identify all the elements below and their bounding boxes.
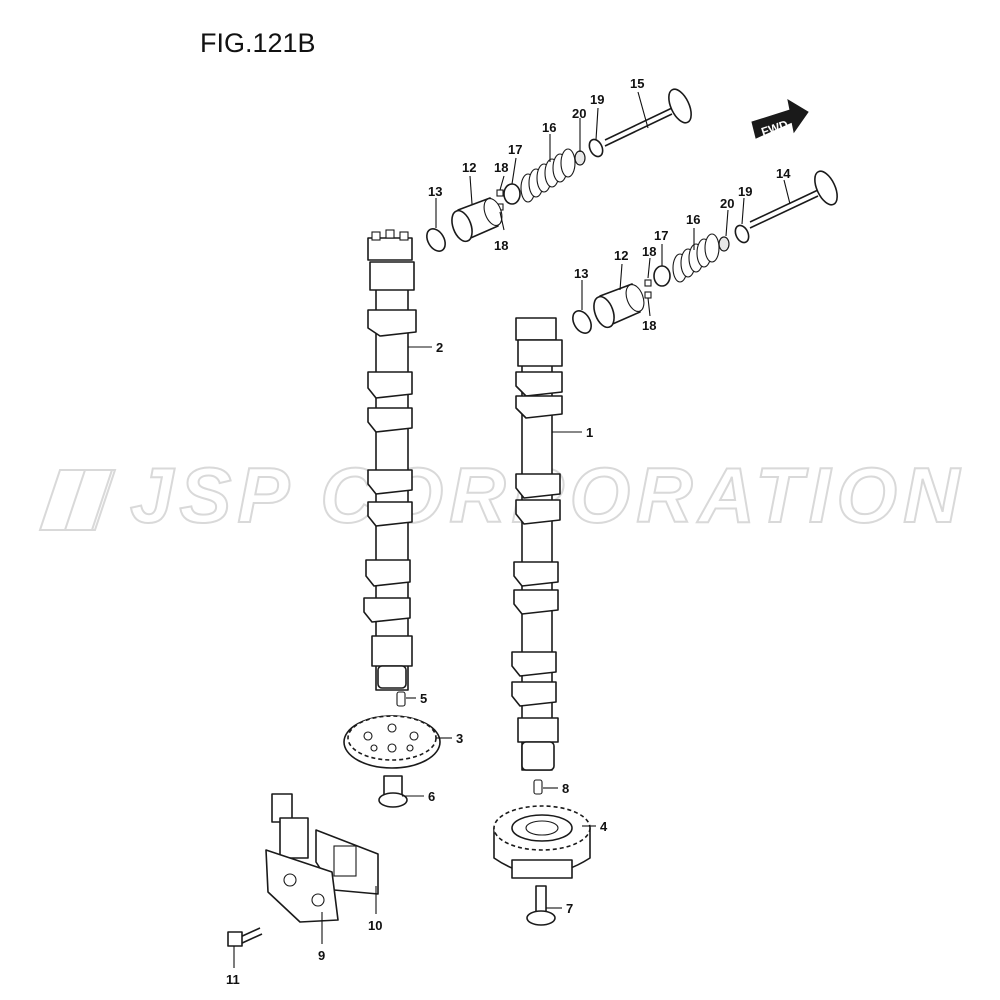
callout-12b: 12 (614, 248, 628, 263)
bolt-6 (378, 775, 408, 808)
callout-19b: 19 (738, 184, 752, 199)
callout-17b: 17 (654, 228, 668, 243)
cotter-18a-top (496, 189, 504, 197)
pin-5 (396, 691, 406, 707)
figure-title: FIG.121B (200, 28, 316, 58)
vvt-sprocket-4 (493, 805, 591, 879)
sprocket-3 (343, 715, 441, 769)
bolt-7 (526, 885, 556, 926)
callout-3: 3 (456, 731, 463, 746)
retainer-17b (653, 265, 671, 287)
oil-control-valve-9 (265, 793, 339, 923)
shim-13b (572, 310, 592, 334)
callout-18b-top: 18 (642, 244, 656, 259)
callout-9: 9 (318, 948, 325, 963)
pin-8 (533, 779, 543, 795)
camshaft-2 (363, 229, 417, 691)
callout-20a: 20 (572, 106, 586, 121)
callout-6: 6 (428, 789, 435, 804)
callout-16a: 16 (542, 120, 556, 135)
callout-20b: 20 (720, 196, 734, 211)
valve-spring-16a (520, 148, 576, 203)
callout-11: 11 (226, 972, 240, 987)
shim-13a (426, 228, 446, 252)
valve-seal-19a (588, 138, 604, 158)
callout-2: 2 (436, 340, 443, 355)
retainer-17a (503, 183, 521, 205)
valve-seal-19b (734, 224, 750, 244)
callout-18b-bot: 18 (642, 318, 656, 333)
callout-4: 4 (600, 819, 608, 834)
valve-14 (749, 170, 838, 229)
callout-15: 15 (630, 76, 644, 91)
callout-18a-bot: 18 (494, 238, 508, 253)
callout-10: 10 (368, 918, 382, 933)
cotter-18b-top (644, 279, 652, 287)
callout-12a: 12 (462, 160, 476, 175)
bolt-11 (227, 927, 263, 947)
callout-13b: 13 (574, 266, 588, 281)
cotter-18b-bot (644, 291, 652, 299)
callout-19a: 19 (590, 92, 604, 107)
tappet-12a (451, 197, 503, 243)
callout-17a: 17 (508, 142, 522, 157)
callout-7: 7 (566, 901, 573, 916)
valve-15 (604, 88, 692, 147)
callout-13a: 13 (428, 184, 442, 199)
camshaft-1 (511, 317, 563, 771)
callout-18a-top: 18 (494, 160, 508, 175)
watermark: JSP CORPORATION (38, 450, 960, 540)
tappet-12b (593, 283, 645, 329)
callout-16b: 16 (686, 212, 700, 227)
callout-8: 8 (562, 781, 569, 796)
fwd-arrow-icon: FWD (751, 98, 809, 139)
valve-spring-16b (672, 233, 720, 283)
callout-14: 14 (776, 166, 791, 181)
callout-5: 5 (420, 691, 427, 706)
callout-1: 1 (586, 425, 593, 440)
spring-seat-20b (718, 236, 730, 252)
leader-lines (233, 91, 791, 968)
spring-seat-20a (574, 150, 586, 166)
